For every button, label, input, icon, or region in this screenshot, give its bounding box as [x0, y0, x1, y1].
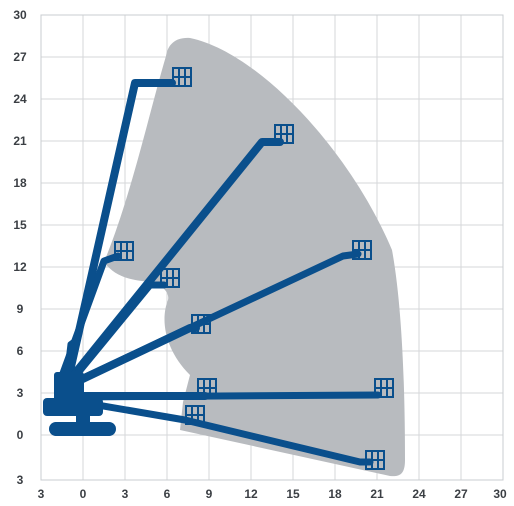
y-axis-ticks: 30 27 24 21 18 15 12 9 6 3 0 3	[13, 8, 27, 487]
platform-basket-3-far	[374, 378, 394, 398]
chassis-link	[76, 414, 90, 424]
platform-basket-13	[114, 241, 134, 261]
platform-basket-21	[274, 124, 294, 144]
boom-arm-mid-low	[64, 324, 200, 390]
y-tick: 18	[13, 176, 27, 190]
boom-arm-upper	[64, 79, 176, 384]
platform-basket-below	[365, 450, 385, 470]
y-tick: 9	[17, 302, 24, 316]
turret	[54, 372, 84, 404]
x-tick: 27	[454, 487, 468, 501]
y-tick: 21	[13, 134, 27, 148]
x-tick: 21	[370, 487, 384, 501]
platform-basket-3-near	[197, 378, 217, 398]
track-base	[50, 422, 116, 436]
x-tick: 6	[164, 487, 171, 501]
x-tick: 15	[286, 487, 300, 501]
x-tick: 3	[122, 487, 129, 501]
platform-basket-1	[185, 405, 205, 425]
plot-frame	[40, 14, 504, 481]
boom-arm-vertical	[63, 335, 81, 381]
y-tick: 3	[17, 473, 24, 487]
x-tick: 24	[412, 487, 426, 501]
machine-chassis	[43, 372, 116, 436]
x-tick: 9	[206, 487, 213, 501]
wheel-front	[101, 422, 115, 436]
x-tick: 12	[244, 487, 258, 501]
y-tick: 0	[17, 428, 24, 442]
platform-basket-12	[352, 240, 372, 260]
y-tick: 24	[13, 92, 27, 106]
boom-arm-mid	[64, 281, 168, 389]
x-tick: 3	[38, 487, 45, 501]
boom-arm-horizontal-far	[64, 391, 382, 401]
counterweight	[43, 398, 103, 416]
platform-basket-11	[160, 268, 180, 288]
x-tick: 30	[493, 487, 507, 501]
platform-baskets	[114, 67, 394, 470]
platform-basket-8	[191, 314, 211, 334]
y-tick: 15	[13, 218, 27, 232]
y-tick: 12	[13, 260, 27, 274]
working-envelope-area	[104, 37, 405, 477]
platform-basket-top	[172, 67, 192, 87]
x-tick: 18	[328, 487, 342, 501]
wheel-rear	[49, 422, 63, 436]
x-axis-ticks: 3 0 3 6 9 12 15 18 21 24 27 30	[38, 487, 507, 501]
y-tick: 30	[13, 8, 27, 22]
x-tick: 0	[80, 487, 87, 501]
y-tick: 6	[17, 344, 24, 358]
y-tick: 3	[17, 386, 24, 400]
y-tick: 27	[13, 50, 27, 64]
